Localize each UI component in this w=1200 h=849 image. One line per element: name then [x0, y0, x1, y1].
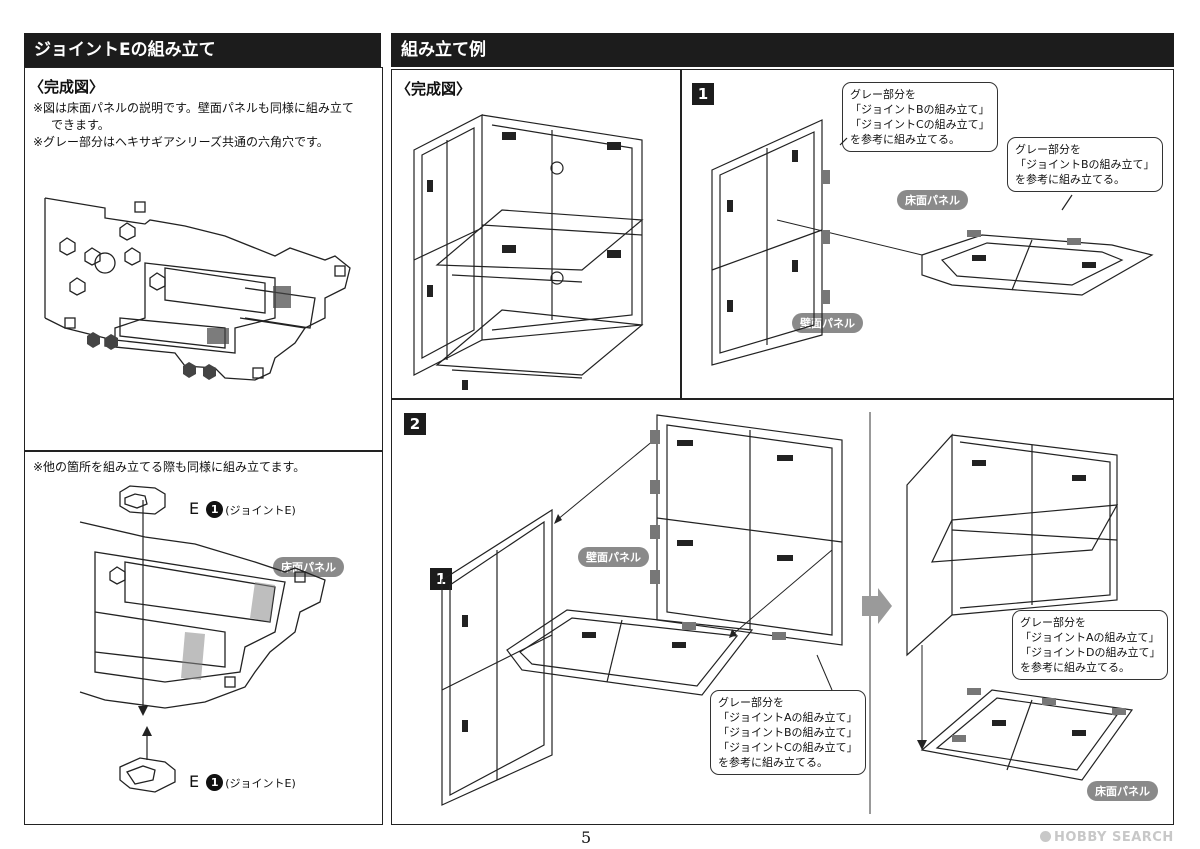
right-subtitle: 〈完成図〉: [396, 80, 472, 98]
watermark-icon: [1040, 831, 1051, 842]
step-1-floor-label: 床面パネル: [897, 190, 968, 210]
note-2: ※グレー部分はヘキサギアシリーズ共通の六角穴です。: [33, 135, 329, 149]
step-2-illustration: [441, 412, 1134, 814]
callout-line: 「ジョイントDの組み立て」: [1020, 646, 1161, 659]
part-number-bottom: 1: [206, 774, 224, 791]
left-subtitle: 〈完成図〉: [29, 78, 105, 96]
step-2-floor-label: 床面パネル: [1087, 781, 1158, 801]
step-1-illustration: [711, 119, 1154, 366]
callout-line: を参考に組み立てる。: [1015, 173, 1125, 186]
callout-line: グレー部分を: [1015, 143, 1081, 156]
floor-panel-label-left: 床面パネル: [273, 557, 344, 577]
joint-e-assembly-illustration: [79, 485, 326, 793]
watermark-text: HOBBY SEARCH: [1054, 830, 1174, 845]
callout-line: グレー部分を: [850, 88, 916, 101]
callout-line: 「ジョイントAの組み立て」: [1020, 631, 1160, 644]
callout-line: 「ジョイントCの組み立て」: [850, 118, 990, 131]
note-1-line-1: ※図は床面パネルの説明です。壁面パネルも同様に組み立て: [33, 101, 354, 115]
step-2-sub-number: 1: [430, 568, 452, 590]
part-number-top: 1: [206, 501, 224, 518]
part-name-bottom: (ジョイントE): [225, 777, 296, 790]
joint-e-bottom-label: E 1(ジョイントE): [189, 772, 296, 791]
step-2-wall-label: 壁面パネル: [578, 547, 649, 567]
left-top-panel: 〈完成図〉 ※図は床面パネルの説明です。壁面パネルも同様に組み立て できます。 …: [24, 67, 383, 451]
right-top-left-panel: 〈完成図〉: [391, 69, 681, 399]
callout-line: 「ジョイントBの組み立て」: [718, 726, 858, 739]
completed-shelf-illustration: [413, 114, 644, 390]
step-1-panel: 1 グレー部分を 「ジョイントBの組み立て」 「ジョイントCの組み立て」 を参考…: [681, 69, 1174, 399]
callout-line: グレー部分を: [718, 696, 784, 709]
part-letter-top: E: [189, 499, 200, 518]
callout-line: 「ジョイントAの組み立て」: [718, 711, 858, 724]
part-letter-bottom: E: [189, 772, 200, 791]
callout-line: を参考に組み立てる。: [1020, 661, 1130, 674]
left-section-header: ジョイントEの組み立て: [24, 33, 381, 67]
callout-line: 「ジョイントBの組み立て」: [1015, 158, 1155, 171]
callout-line: 「ジョイントCの組み立て」: [718, 741, 858, 754]
note-1-line-2: できます。: [51, 118, 110, 132]
callout-line: グレー部分を: [1020, 616, 1086, 629]
note-3: ※他の箇所を組み立てる際も同様に組み立てます。: [33, 460, 306, 474]
callout-line: を参考に組み立てる。: [850, 133, 960, 146]
part-name-top: (ジョイントE): [225, 504, 296, 517]
step-1-callout-1: グレー部分を 「ジョイントBの組み立て」 「ジョイントCの組み立て」 を参考に組…: [842, 82, 998, 152]
callout-line: を参考に組み立てる。: [718, 756, 828, 769]
joint-e-top-label: E 1(ジョイントE): [189, 499, 296, 518]
step-2-panel: 2 1 壁面パネル グレー部分を 「ジョイントAの組み立て」 「ジョイントBの組…: [391, 399, 1174, 825]
callout-line: 「ジョイントBの組み立て」: [850, 103, 990, 116]
left-bottom-panel: ※他の箇所を組み立てる際も同様に組み立てます。 E 1(ジョイントE) E 1(…: [24, 451, 383, 825]
page-number: 5: [581, 828, 592, 847]
step-1-callout-2: グレー部分を 「ジョイントBの組み立て」 を参考に組み立てる。: [1007, 137, 1163, 192]
step-2-callout-2: グレー部分を 「ジョイントAの組み立て」 「ジョイントDの組み立て」 を参考に組…: [1012, 610, 1169, 680]
step-2-callout-1: グレー部分を 「ジョイントAの組み立て」 「ジョイントBの組み立て」 「ジョイン…: [710, 690, 866, 775]
watermark: HOBBY SEARCH: [1040, 830, 1174, 845]
step-2-number: 2: [404, 413, 426, 435]
floor-panel-closeup-illustration: [44, 197, 351, 381]
right-section-header: 組み立て例: [391, 33, 1174, 67]
step-1-number: 1: [692, 83, 714, 105]
